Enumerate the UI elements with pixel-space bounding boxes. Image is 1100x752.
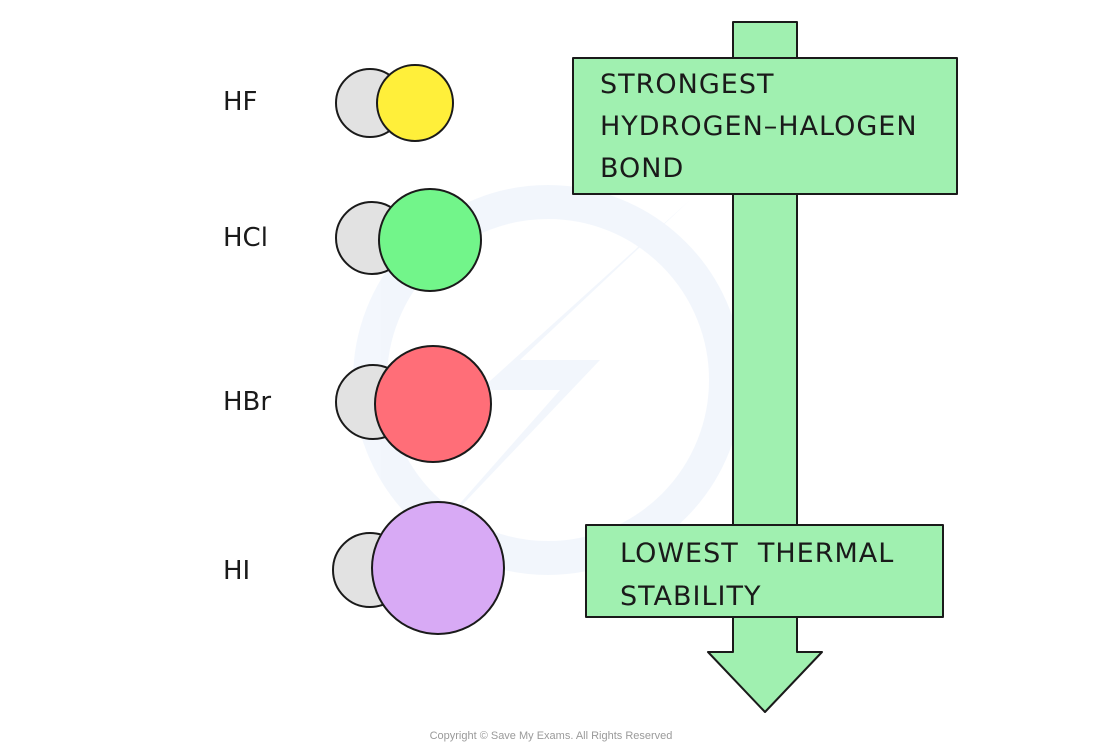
- top-box-line-2: HYDROGEN–HALOGEN: [600, 111, 918, 142]
- fluorine-atom: [376, 64, 454, 142]
- copyright-text: Copyright © Save My Exams. All Rights Re…: [430, 730, 673, 742]
- molecule-label-hf: HF: [223, 87, 258, 117]
- molecule-label-hi: HI: [223, 556, 250, 586]
- bromine-atom: [374, 345, 492, 463]
- bottom-label-box: LOWEST THERMAL STABILITY: [585, 524, 944, 618]
- bottom-box-frame: [585, 524, 944, 618]
- molecule-label-hcl: HCl: [223, 223, 268, 253]
- molecule-label-hbr: HBr: [223, 387, 271, 417]
- molecule-hbr: [335, 345, 492, 463]
- top-label-box: STRONGEST HYDROGEN–HALOGEN BOND: [572, 57, 958, 195]
- iodine-atom: [371, 501, 505, 635]
- chlorine-atom: [378, 188, 482, 292]
- top-box-line-3: BOND: [600, 153, 684, 184]
- top-box-frame: [572, 57, 958, 195]
- molecule-hi: [332, 501, 505, 635]
- molecule-hf: [335, 64, 454, 142]
- top-box-line-1: STRONGEST: [600, 69, 774, 100]
- bottom-box-line-1: LOWEST THERMAL: [620, 538, 894, 569]
- molecule-hcl: [335, 188, 482, 292]
- bottom-box-line-2: STABILITY: [620, 581, 761, 612]
